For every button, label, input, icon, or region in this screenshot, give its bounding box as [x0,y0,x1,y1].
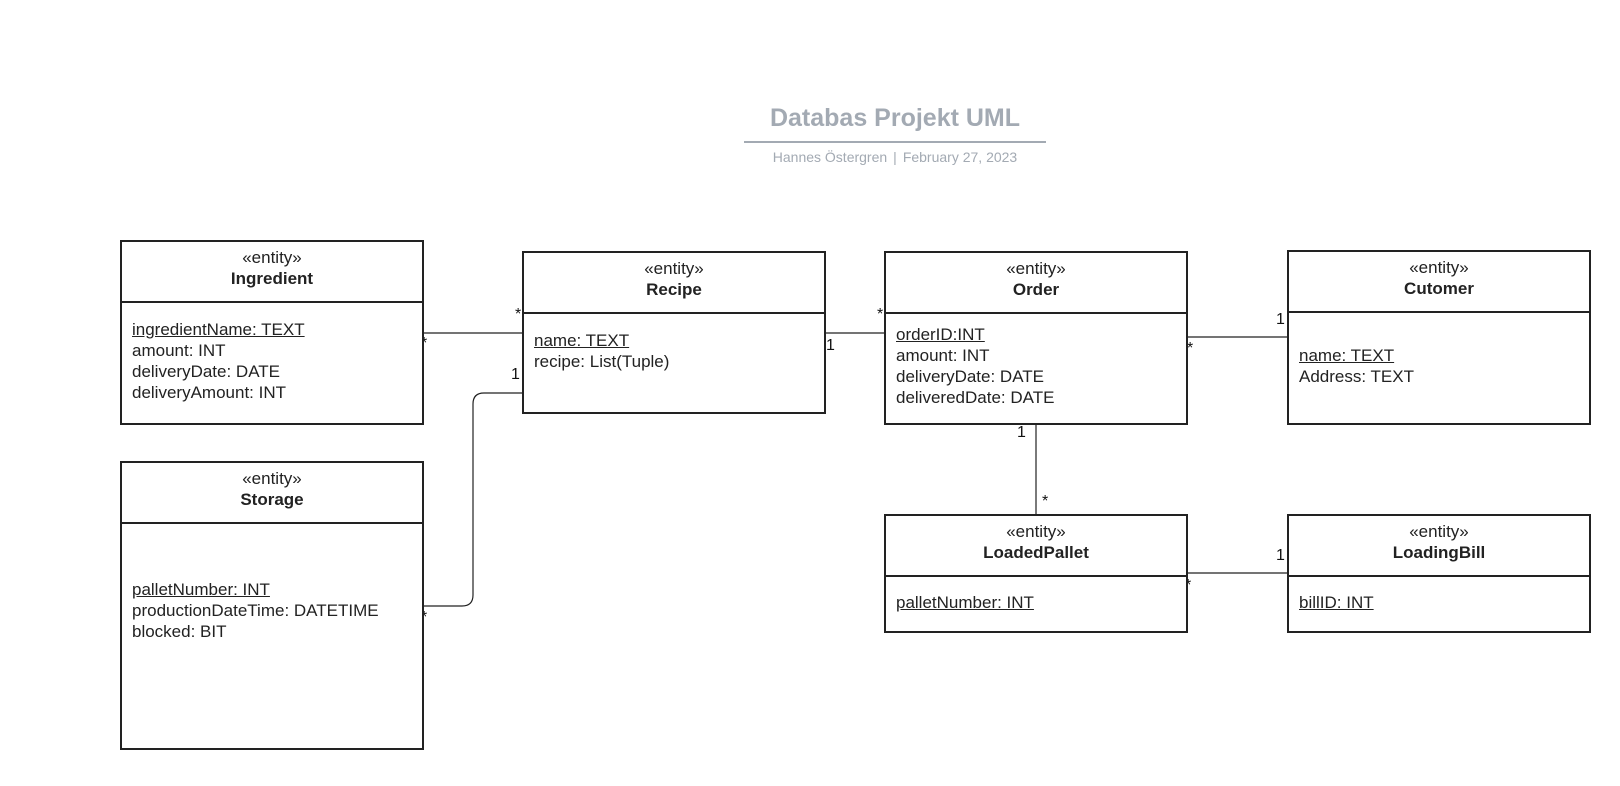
entity-header: «entity» LoadedPallet [886,516,1186,577]
entity-attribute: name: TEXT [534,331,630,350]
entity-stereotype: «entity» [1006,259,1066,278]
entity-customer[interactable]: «entity» Cutomer name: TEXT Address: TEX… [1287,250,1591,425]
entity-attribute: ingredientName: TEXT [132,320,305,339]
entity-order[interactable]: «entity» Order orderID:INT amount: INT d… [884,251,1188,425]
entity-name: Cutomer [1404,279,1474,298]
mult-ingredient-side: * [421,335,428,352]
entity-stereotype: «entity» [1409,522,1469,541]
mult-storage-side: * [421,609,428,626]
diagram-subtitle: Hannes Östergren | February 27, 2023 [744,149,1046,165]
title-divider [744,141,1046,143]
entity-attribute: Address: TEXT [1299,367,1414,386]
mult-loadedpallet-side-order: * [1042,493,1049,510]
entity-header: «entity» Order [886,253,1186,314]
diagram-date: February 27, 2023 [902,149,1018,165]
entity-storage[interactable]: «entity» Storage palletNumber: INT produ… [120,461,424,750]
entity-attributes: billID: INT [1289,577,1589,613]
entity-header: «entity» Recipe [524,253,824,314]
entity-attribute: palletNumber: INT [896,593,1034,612]
entity-name: Recipe [646,280,702,299]
entity-attributes: name: TEXT recipe: List(Tuple) [524,314,824,372]
entity-name: Storage [240,490,304,509]
entity-attribute: amount: INT [132,341,226,360]
entity-attribute: deliveryAmount: INT [132,383,286,402]
entity-header: «entity» Ingredient [122,242,422,303]
entity-attribute: amount: INT [896,346,990,365]
entity-attribute: name: TEXT [1299,346,1395,365]
mult-order-side-customer: * [1187,340,1194,357]
subtitle-separator: | [893,149,897,165]
entity-loadingbill[interactable]: «entity» LoadingBill billID: INT [1287,514,1591,633]
entity-stereotype: «entity» [242,248,302,267]
entity-loadedpallet[interactable]: «entity» LoadedPallet palletNumber: INT [884,514,1188,633]
mult-recipe-side-ingredient: * [515,306,522,323]
entity-attribute: productionDateTime: DATETIME [132,601,379,620]
entity-name: Order [1012,280,1060,299]
entity-attribute: orderID:INT [896,325,985,344]
entity-attribute: palletNumber: INT [132,580,270,599]
entity-recipe[interactable]: «entity» Recipe name: TEXT recipe: List(… [522,251,826,414]
entity-attributes: orderID:INT amount: INT deliveryDate: DA… [886,314,1186,408]
entity-attributes: palletNumber: INT [886,577,1186,613]
entity-header: «entity» LoadingBill [1289,516,1589,577]
entity-attributes: name: TEXT Address: TEXT [1289,313,1589,387]
entity-header: «entity» Storage [122,463,422,524]
author-name: Hannes Östergren [772,149,888,165]
mult-order-side-pallet: 1 [1017,424,1026,441]
mult-loadedpallet-side-bill: * [1185,577,1192,594]
entity-stereotype: «entity» [644,259,704,278]
entity-attributes: palletNumber: INT productionDateTime: DA… [122,524,422,642]
entity-attribute: deliveryDate: DATE [132,362,281,381]
entity-ingredient[interactable]: «entity» Ingredient ingredientName: TEXT… [120,240,424,425]
mult-recipe-side-storage: 1 [511,366,520,383]
diagram-title: Databas Projekt UML [769,104,1021,132]
entity-attribute: blocked: BIT [132,622,227,641]
assoc-storage-recipe [423,392,522,607]
entity-stereotype: «entity» [1409,258,1469,277]
entity-attribute: recipe: List(Tuple) [534,352,670,371]
mult-loadingbill-side: 1 [1276,547,1285,564]
entity-attribute: billID: INT [1299,593,1374,612]
entity-stereotype: «entity» [242,469,302,488]
mult-customer-side: 1 [1276,311,1285,328]
entity-name: Ingredient [230,269,314,288]
mult-recipe-side-order: 1 [826,337,835,354]
mult-order-side-recipe: * [877,306,884,323]
entity-attribute: deliveryDate: DATE [896,367,1045,386]
entity-attributes: ingredientName: TEXT amount: INT deliver… [122,303,422,403]
entity-name: LoadingBill [1392,543,1486,562]
entity-attribute: deliveredDate: DATE [896,388,1055,407]
entity-stereotype: «entity» [1006,522,1066,541]
entity-header: «entity» Cutomer [1289,252,1589,313]
entity-name: LoadedPallet [983,543,1089,562]
